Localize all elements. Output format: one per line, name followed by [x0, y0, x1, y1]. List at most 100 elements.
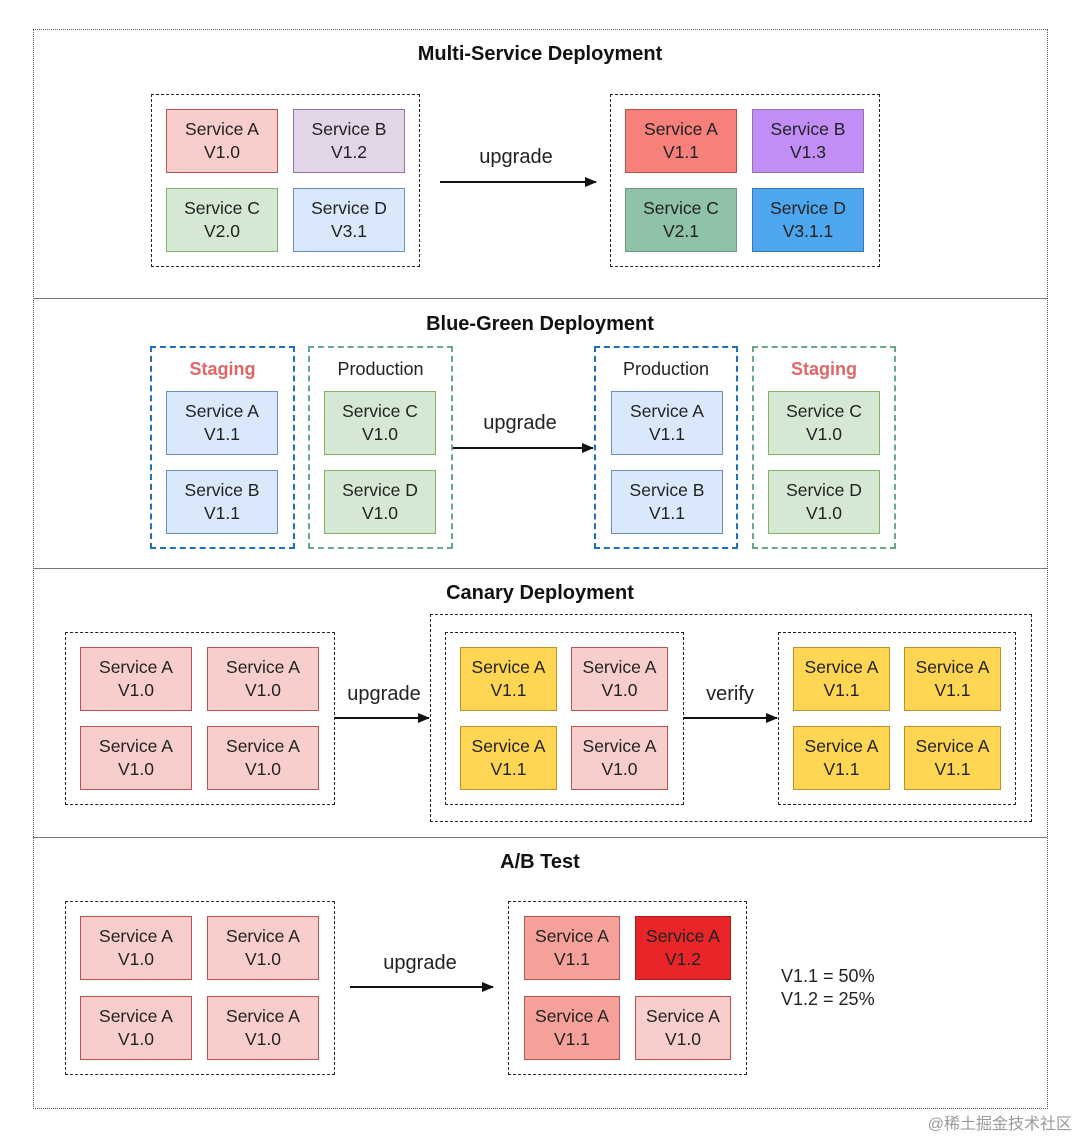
service-box: Service B V1.1 [611, 470, 723, 534]
service-name: Service D [342, 480, 418, 500]
service-box: Service A V1.1 [904, 647, 1001, 711]
service-name: Service A [582, 736, 657, 756]
service-version: V1.1 [934, 759, 971, 779]
service-version: V1.0 [601, 759, 638, 779]
service-version: V1.1 [663, 142, 699, 162]
group-label: Production [337, 359, 424, 379]
service-box: Service D V3.1 [293, 188, 405, 252]
service-box: Service A V1.0 [80, 916, 192, 980]
service-box: Service C V2.1 [625, 188, 737, 252]
service-version: V1.0 [118, 949, 154, 969]
service-name: Service A [915, 736, 990, 756]
section-divider [33, 837, 1047, 838]
service-name: Service B [184, 480, 260, 500]
section-title: Multi-Service Deployment [417, 43, 663, 65]
traffic-split-line: V1.2 = 25% [781, 989, 875, 1009]
service-name: Service A [185, 119, 259, 139]
service-group [508, 901, 747, 1075]
service-name: Service A [471, 736, 546, 756]
service-version: V1.0 [118, 759, 154, 779]
service-box: Service A V1.1 [460, 647, 557, 711]
service-box: Service C V1.0 [768, 391, 880, 455]
service-version: V1.1 [823, 680, 860, 700]
service-name: Service D [770, 198, 846, 218]
service-name: Service B [629, 480, 705, 500]
service-box: Service A V1.0 [635, 996, 731, 1060]
service-version: V1.0 [245, 1029, 281, 1049]
service-name: Service C [184, 198, 260, 218]
service-version: V1.1 [554, 949, 590, 969]
service-box: Service A V1.0 [571, 647, 668, 711]
section-title: Blue-Green Deployment [426, 313, 654, 335]
service-version: V1.0 [362, 503, 398, 523]
service-box: Service A V1.1 [904, 726, 1001, 790]
watermark: @稀土掘金技术社区 [927, 1116, 1072, 1133]
service-version: V1.1 [490, 680, 527, 700]
service-group [151, 94, 420, 267]
service-version: V1.0 [245, 759, 281, 779]
verify-label: verify [706, 683, 754, 705]
production-group: Production [308, 346, 453, 549]
service-version: V1.1 [649, 424, 685, 444]
service-version: V1.0 [601, 680, 638, 700]
service-name: Service A [471, 657, 546, 677]
service-name: Service C [342, 401, 418, 421]
service-version: V3.1.1 [782, 221, 834, 241]
service-name: Service A [226, 1006, 300, 1026]
production-group: Production [594, 346, 738, 549]
service-box: Service A V1.1 [611, 391, 723, 455]
service-name: Service A [804, 657, 879, 677]
service-box: Service A V1.0 [80, 996, 192, 1060]
service-version: V1.2 [331, 142, 367, 162]
staging-group: Staging [150, 346, 295, 549]
service-box: Service A V1.1 [793, 726, 890, 790]
section-divider [33, 298, 1047, 299]
service-version: V1.3 [790, 142, 826, 162]
service-name: Service A [99, 736, 173, 756]
service-box: Service A V1.0 [80, 647, 192, 711]
service-name: Service A [99, 1006, 173, 1026]
group-label: Production [622, 359, 710, 379]
traffic-split-line: V1.1 = 50% [781, 966, 875, 986]
service-version: V1.1 [554, 1029, 590, 1049]
service-group [65, 901, 335, 1075]
service-version: V1.0 [245, 949, 281, 969]
service-box: Service A V1.1 [625, 109, 737, 173]
service-box: Service A V1.0 [166, 109, 278, 173]
section-title: A/B Test [500, 851, 580, 873]
service-name: Service B [311, 119, 387, 139]
upgrade-label: upgrade [483, 412, 557, 434]
service-name: Service A [226, 736, 300, 756]
service-box: Service D V1.0 [324, 470, 436, 534]
service-box: Service B V1.2 [293, 109, 405, 173]
service-name: Service A [646, 926, 720, 946]
service-box: Service D V1.0 [768, 470, 880, 534]
service-version: V1.1 [490, 759, 527, 779]
canary-outer-group [430, 614, 1032, 822]
service-box: Service A V1.0 [207, 647, 319, 711]
service-name: Service A [535, 1006, 609, 1026]
group-label: Staging [189, 359, 256, 379]
service-version: V1.1 [204, 424, 240, 444]
service-version: V1.1 [934, 680, 971, 700]
service-version: V1.0 [118, 680, 154, 700]
upgrade-label: upgrade [383, 952, 457, 974]
service-name: Service A [582, 657, 657, 677]
service-box: Service A V1.0 [207, 996, 319, 1060]
service-group [610, 94, 880, 267]
service-box: Service B V1.1 [166, 470, 278, 534]
service-box: Service A V1.1 [166, 391, 278, 455]
service-name: Service A [226, 657, 300, 677]
service-box: Service A V1.0 [571, 726, 668, 790]
service-version: V1.0 [806, 503, 842, 523]
service-version: V2.1 [663, 221, 699, 241]
service-name: Service A [99, 926, 173, 946]
service-name: Service D [311, 198, 387, 218]
service-box: Service A V1.1 [460, 726, 557, 790]
service-box: Service C V1.0 [324, 391, 436, 455]
upgrade-label: upgrade [479, 146, 553, 168]
group-label: Staging [791, 359, 857, 379]
service-group [65, 632, 335, 805]
service-name: Service A [185, 401, 259, 421]
